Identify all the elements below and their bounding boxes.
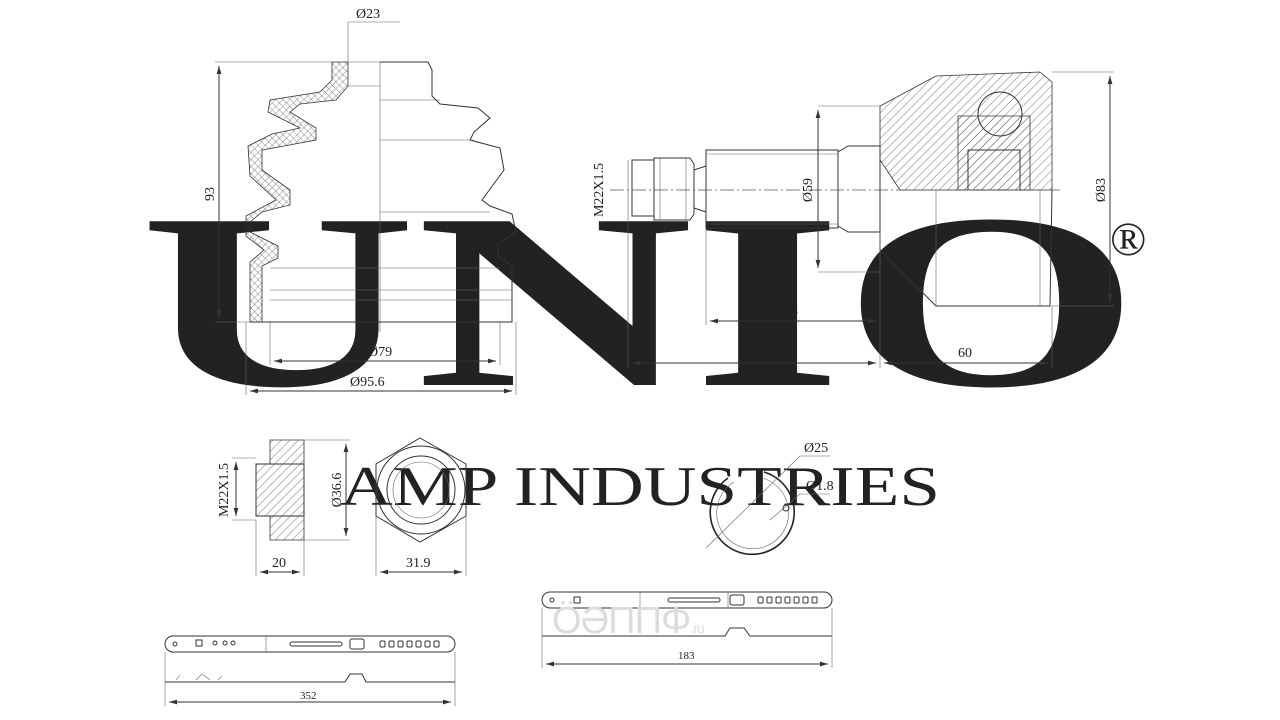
- joint-shaft-length-label: 90: [746, 346, 760, 361]
- large-clamp-slots: [379, 640, 440, 648]
- nut-thread-label: M22X1.5: [217, 463, 232, 517]
- boot-outer-diameter-label: Ø95.6: [350, 375, 385, 390]
- large-clamp-length-label: 352: [300, 690, 317, 702]
- site-watermark: ÖӘΠΠΦ.ru: [552, 600, 705, 643]
- small-clamp-slots: [757, 596, 818, 604]
- boot-height-label: 93: [203, 187, 218, 201]
- site-watermark-name: ÖӘΠΠΦ: [552, 600, 691, 642]
- watermark: UNIO ® AMP INDUSTRIES: [140, 163, 1146, 518]
- watermark-tagline: AMP INDUSTRIES: [340, 456, 940, 518]
- nut-width-label: 20: [272, 556, 286, 571]
- ring-wire-label: Ø1.8: [806, 479, 834, 494]
- joint-shaft-diameter-label: Ø59: [801, 178, 816, 202]
- nut-drawing: Ø36.6 M22X1.5 20 31.9: [217, 437, 467, 576]
- large-clamp-drawing: 352: [164, 635, 456, 706]
- cv-joint-drawing: M22X1.5 Ø59 Ø83 63 90 60: [592, 71, 1114, 368]
- joint-spline-length-label: 63: [784, 304, 798, 319]
- nut-diameter-label: Ø36.6: [330, 473, 345, 508]
- joint-outer-diameter-label: Ø83: [1094, 178, 1109, 202]
- snap-ring-drawing: Ø25 Ø1.8: [705, 441, 834, 556]
- joint-thread-label: M22X1.5: [592, 163, 607, 217]
- watermark-registered-mark: ®: [1110, 213, 1146, 266]
- boot-drawing: Ø23 93 Ø79 Ø95.6: [203, 7, 517, 395]
- watermark-brand: UNIO: [140, 163, 1140, 440]
- nut-hex-label: 31.9: [406, 556, 431, 571]
- small-clamp-drawing: 183: [541, 591, 833, 668]
- site-watermark-tld: .ru: [690, 620, 704, 636]
- ring-diameter-label: Ø25: [804, 441, 828, 456]
- joint-housing-length-label: 60: [958, 346, 972, 361]
- boot-small-diameter-label: Ø23: [356, 7, 380, 22]
- small-clamp-length-label: 183: [678, 650, 695, 662]
- boot-inner-diameter-label: Ø79: [368, 345, 392, 360]
